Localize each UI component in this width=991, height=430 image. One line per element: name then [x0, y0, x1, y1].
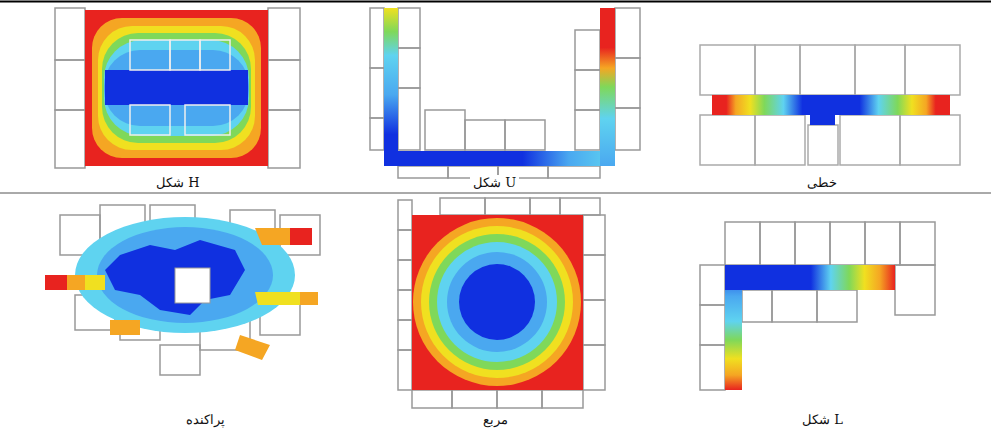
panel-caption: مربع	[480, 412, 511, 428]
panel-caption: L شکل	[799, 412, 846, 428]
panel-caption: H شکل	[153, 175, 202, 191]
panel-caption: U شکل	[470, 175, 519, 191]
panel-caption: پراکنده	[183, 412, 228, 428]
panel-caption: خطی	[804, 175, 840, 191]
